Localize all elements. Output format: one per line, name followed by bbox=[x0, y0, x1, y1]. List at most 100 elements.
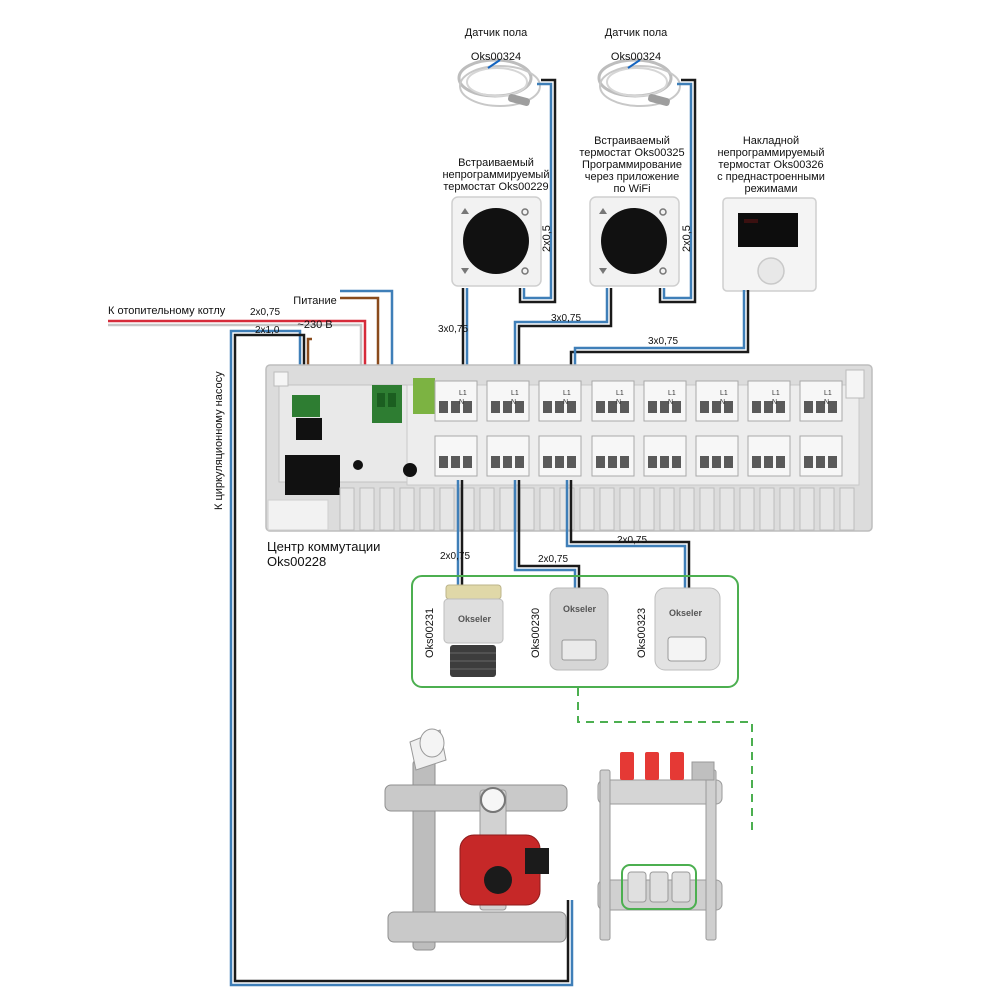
cable-fin bbox=[719, 487, 735, 531]
terminal-hole bbox=[752, 401, 761, 413]
terminal-label: N bbox=[720, 399, 725, 406]
cable-th-2: 3x0,75 bbox=[551, 313, 582, 324]
terminal-hole bbox=[648, 456, 657, 468]
terminal-hole bbox=[543, 401, 552, 413]
sensor-2-title: Датчик пола bbox=[604, 27, 668, 39]
sensor-2-code: Oks00324 bbox=[610, 51, 662, 63]
terminal-hole bbox=[724, 401, 733, 413]
sensor-1-code: Oks00324 bbox=[470, 51, 522, 63]
terminal-hole bbox=[660, 456, 669, 468]
thermostat-oks00229 bbox=[451, 196, 542, 287]
terminal-label: N bbox=[511, 399, 516, 406]
terminal-hole bbox=[463, 401, 472, 413]
pump-label: К циркуляционному насосу bbox=[213, 371, 225, 510]
cable-act-1: 2x0,75 bbox=[440, 551, 471, 562]
cable-fin bbox=[479, 487, 495, 531]
terminal-hole bbox=[608, 456, 617, 468]
thermostat-oks00326 bbox=[722, 197, 817, 292]
cable-fin bbox=[399, 487, 415, 531]
terminal-label: N bbox=[668, 399, 673, 406]
actuator-1-brand: Okseler bbox=[458, 614, 492, 624]
cable-fin bbox=[419, 487, 435, 531]
terminal-hole bbox=[700, 401, 709, 413]
cable-fin bbox=[679, 487, 695, 531]
terminal-hole bbox=[555, 401, 564, 413]
terminal-row-bottom bbox=[434, 435, 843, 477]
terminal-label: L1 bbox=[772, 390, 780, 397]
thermostat-1-label: Встраиваемый непрограммируемый термостат… bbox=[442, 157, 550, 193]
terminal-hole bbox=[491, 456, 500, 468]
terminal-hole bbox=[816, 456, 825, 468]
terminal-hole bbox=[596, 456, 605, 468]
terminal-hole bbox=[567, 456, 576, 468]
sensor-1-title: Датчик пола bbox=[464, 27, 528, 39]
cable-fin bbox=[659, 487, 675, 531]
cable-fin bbox=[619, 487, 635, 531]
power-label: Питание ~230 В bbox=[285, 283, 345, 331]
terminal-hole bbox=[764, 401, 773, 413]
cable-act-2: 2x0,75 bbox=[538, 554, 569, 565]
cable-boiler: 2x0,75 bbox=[250, 307, 281, 318]
pump-group bbox=[384, 728, 568, 951]
terminal-hole bbox=[515, 456, 524, 468]
terminal-label: L1 bbox=[824, 390, 832, 397]
terminal-hole bbox=[608, 401, 617, 413]
terminal-hole bbox=[724, 456, 733, 468]
cable-act-3: 2x0,75 bbox=[617, 535, 648, 546]
terminal-hole bbox=[596, 401, 605, 413]
terminal-label: L1 bbox=[668, 390, 676, 397]
cable-th-1: 3x0,75 bbox=[438, 324, 469, 335]
actuator-oks00230 bbox=[549, 587, 609, 671]
terminal-label: N bbox=[616, 399, 621, 406]
boiler-label: К отопительному котлу bbox=[108, 305, 226, 317]
terminal-hole bbox=[712, 456, 721, 468]
terminal-label: L1 bbox=[616, 390, 624, 397]
terminal-hole bbox=[451, 456, 460, 468]
cable-fin bbox=[499, 487, 515, 531]
actuator-2-code: Oks00230 bbox=[530, 607, 542, 658]
hub-code: Oks00228 bbox=[267, 554, 327, 569]
terminal-hole bbox=[451, 401, 460, 413]
thermostat-3-label: Накладной непрограммируемый термостат Ok… bbox=[717, 135, 825, 195]
terminal-hole bbox=[764, 456, 773, 468]
cable-fin bbox=[539, 487, 555, 531]
terminal-hole bbox=[515, 401, 524, 413]
terminal-hole bbox=[672, 401, 681, 413]
terminal-hole bbox=[752, 456, 761, 468]
cable-fin bbox=[639, 487, 655, 531]
cable-fin bbox=[379, 487, 395, 531]
cable-fin bbox=[339, 487, 355, 531]
actuator-2-brand: Okseler bbox=[563, 604, 597, 614]
floor-sensor-1 bbox=[457, 58, 541, 107]
terminal-hole bbox=[503, 456, 512, 468]
terminal-hole bbox=[463, 456, 472, 468]
thermostat-oks00325 bbox=[589, 196, 680, 287]
terminal-label: L1 bbox=[563, 390, 571, 397]
terminal-hole bbox=[712, 401, 721, 413]
cable-fin bbox=[579, 487, 595, 531]
terminal-hole bbox=[672, 456, 681, 468]
power-title: Питание bbox=[293, 295, 337, 307]
manifold bbox=[597, 752, 723, 941]
dashed-link bbox=[577, 688, 753, 836]
terminal-hole bbox=[491, 401, 500, 413]
terminal-label: L1 bbox=[720, 390, 728, 397]
terminal-hole bbox=[660, 401, 669, 413]
cable-fin bbox=[439, 487, 455, 531]
terminal-hole bbox=[439, 401, 448, 413]
hub-title: Центр коммутации bbox=[267, 539, 381, 554]
sensor-wires bbox=[518, 78, 697, 304]
cable-fin bbox=[699, 487, 715, 531]
terminal-hole bbox=[804, 401, 813, 413]
hub-label: Центр коммутации Oks00228 bbox=[267, 539, 380, 569]
terminal-hole bbox=[828, 401, 837, 413]
terminal-hole bbox=[555, 456, 564, 468]
terminal-hole bbox=[828, 456, 837, 468]
terminal-hole bbox=[776, 401, 785, 413]
actuator-oks00323 bbox=[654, 587, 721, 671]
terminal-hole bbox=[503, 401, 512, 413]
